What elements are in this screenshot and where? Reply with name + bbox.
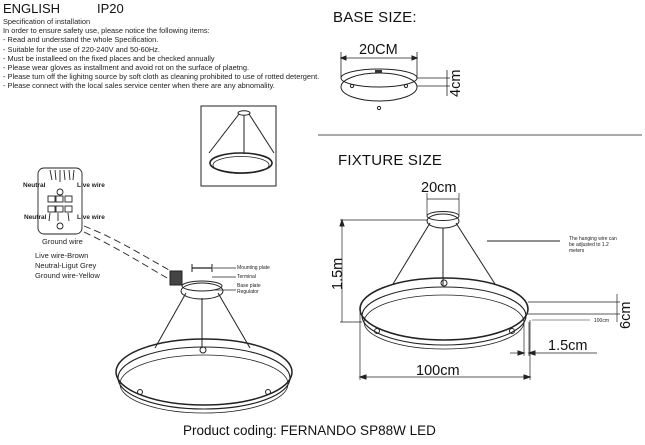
base-plate-drawing — [339, 52, 450, 111]
fixture-size-drawing — [339, 193, 620, 380]
specification-block: Specification of installation In order t… — [3, 17, 319, 91]
dashed-cable — [83, 225, 181, 283]
wire-color-legend: Live wire-Brown Neutral-Ligut Grey Groun… — [35, 251, 100, 280]
spec-item: - Please wear gloves as installment and … — [3, 63, 250, 73]
terminal-block-drawing — [37, 167, 83, 235]
spec-item: - Please turn off the lighitng source by… — [3, 72, 320, 82]
spec-item: - Please connect with the local sales se… — [3, 81, 275, 91]
spec-item: - Must be installeed on the fixed places… — [3, 53, 215, 63]
ground-wire-label: Ground wire — [42, 237, 83, 246]
product-coding: Product coding: FERNANDO SP88W LED — [183, 423, 436, 438]
base-size-title: BASE SIZE: — [333, 9, 417, 26]
base-height-label: 4cm — [448, 69, 464, 97]
terminal-label: Terminal — [237, 274, 256, 280]
inner-small-label: 100cm — [594, 318, 610, 324]
fixture-height-label: 1.5m — [330, 257, 346, 290]
preview-box — [200, 105, 277, 187]
diameter-label: 100cm — [416, 363, 460, 379]
regulator-label: Regulator — [237, 289, 259, 295]
mounting-plate-label: Mounting plate — [237, 265, 270, 271]
live-top-label: Live wire — [77, 182, 105, 189]
fixture-base-width-label: 20cm — [421, 180, 457, 196]
neutral-bottom-label: Neutral — [24, 214, 47, 221]
spec-title: Specification of installation — [3, 17, 91, 26]
base-plate-label: Base plate — [237, 283, 261, 289]
ring-thickness-label: 1.5cm — [548, 338, 588, 354]
base-width-label: 20CM — [359, 42, 398, 58]
installed-fixture-drawing — [115, 264, 293, 414]
spec-item: - Suitable for the use of 220-240V and 5… — [3, 44, 160, 54]
spec-item: - Read and understand the whole Specific… — [3, 35, 159, 45]
ip-rating-label: IP20 — [97, 1, 124, 16]
ring-height-label: 6cm — [618, 301, 634, 329]
neutral-top-label: Neutral — [23, 182, 46, 189]
live-bottom-label: Live wire — [77, 214, 105, 221]
language-label: ENGLISH — [3, 1, 61, 16]
hanging-wire-note: The hanging wire can be adjusted to 1.2 … — [569, 236, 617, 254]
spec-intro: In order to ensure safety use, please no… — [3, 26, 210, 36]
fixture-size-title: FIXTURE SIZE — [338, 152, 443, 169]
